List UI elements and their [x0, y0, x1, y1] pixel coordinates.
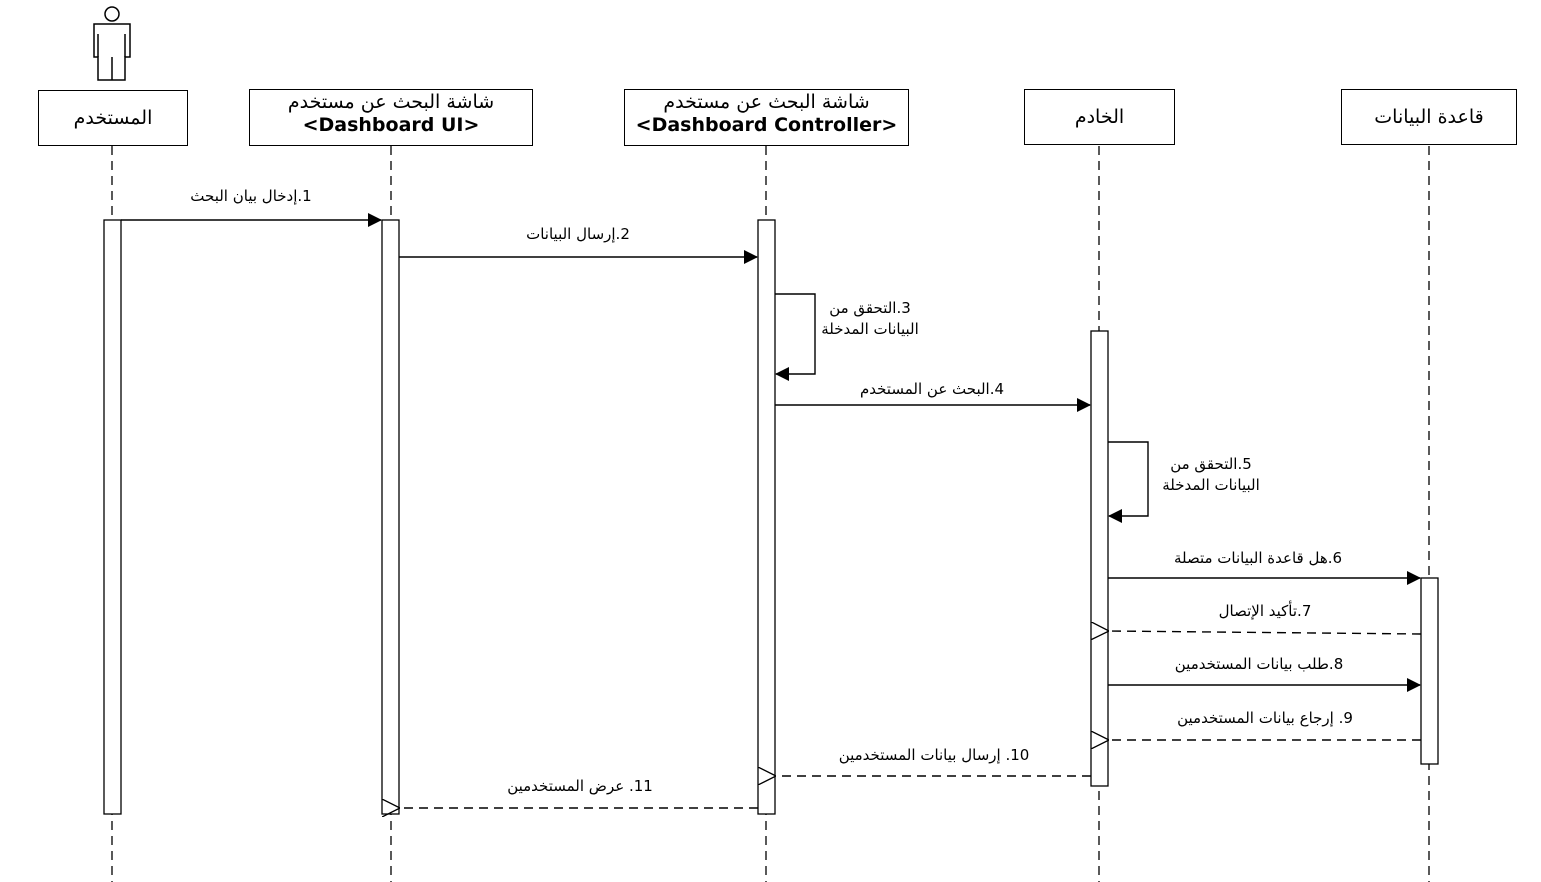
stick-figure-actor-icon	[93, 6, 131, 81]
lifeline-title: شاشة البحث عن مستخدم	[663, 90, 870, 113]
lifeline-title: الخادم	[1074, 106, 1125, 128]
lifeline-header-database: قاعدة البيانات	[1341, 89, 1517, 145]
activation-bar-database	[1420, 577, 1439, 765]
message-label-line: البيانات المدخلة	[1162, 476, 1260, 494]
message-arrows	[121, 213, 1422, 808]
message-label-2: 2.إرسال البيانات	[526, 225, 630, 243]
lifeline-title: شاشة البحث عن مستخدم	[287, 90, 495, 113]
message-label-7: 7.تأكيد الإتصال	[1218, 602, 1312, 620]
message-arrow-7-return	[1109, 631, 1422, 634]
message-arrow-5-self	[1108, 441, 1149, 523]
activation-bars	[103, 219, 1439, 815]
lifeline-header-server: الخادم	[1024, 89, 1175, 145]
message-label-8: 8.طلب بيانات المستخدمين	[1174, 655, 1344, 673]
lifeline-title: قاعدة البيانات	[1374, 106, 1484, 128]
activation-bar-server	[1090, 330, 1109, 787]
message-label-10: 10. إرسال بيانات المستخدمين	[838, 746, 1030, 764]
message-label-4: 4.البحث عن المستخدم	[859, 380, 1005, 398]
message-label-9: 9. إرجاع بيانات المستخدمين	[1177, 709, 1353, 727]
message-label-line: 3.التحقق من	[829, 299, 911, 317]
message-label-11: 11. عرض المستخدمين	[507, 777, 653, 795]
message-label-line: البيانات المدخلة	[821, 320, 919, 338]
lifeline-stereotype: <Dashboard UI>	[302, 113, 480, 136]
lifeline-header-controller: شاشة البحث عن مستخدم <Dashboard Controll…	[624, 89, 909, 146]
message-label-1: 1.إدخال بيان البحث	[190, 187, 312, 205]
message-label-3: 3.التحقق من البيانات المدخلة	[821, 298, 919, 340]
message-label-5: 5.التحقق من البيانات المدخلة	[1162, 454, 1260, 496]
lifeline-title: المستخدم	[73, 107, 153, 129]
message-label-6: 6.هل قاعدة البيانات متصلة	[1173, 549, 1343, 567]
lifeline-stereotype: <Dashboard Controller>	[635, 113, 898, 136]
activation-bar-user	[103, 219, 122, 815]
activation-bar-ui	[381, 219, 400, 815]
message-label-line: 5.التحقق من	[1170, 455, 1252, 473]
message-arrow-3-self	[775, 293, 816, 381]
lifeline-header-ui: شاشة البحث عن مستخدم <Dashboard UI>	[249, 89, 533, 146]
lifeline-header-user: المستخدم	[38, 90, 188, 146]
activation-bar-controller	[757, 219, 776, 815]
